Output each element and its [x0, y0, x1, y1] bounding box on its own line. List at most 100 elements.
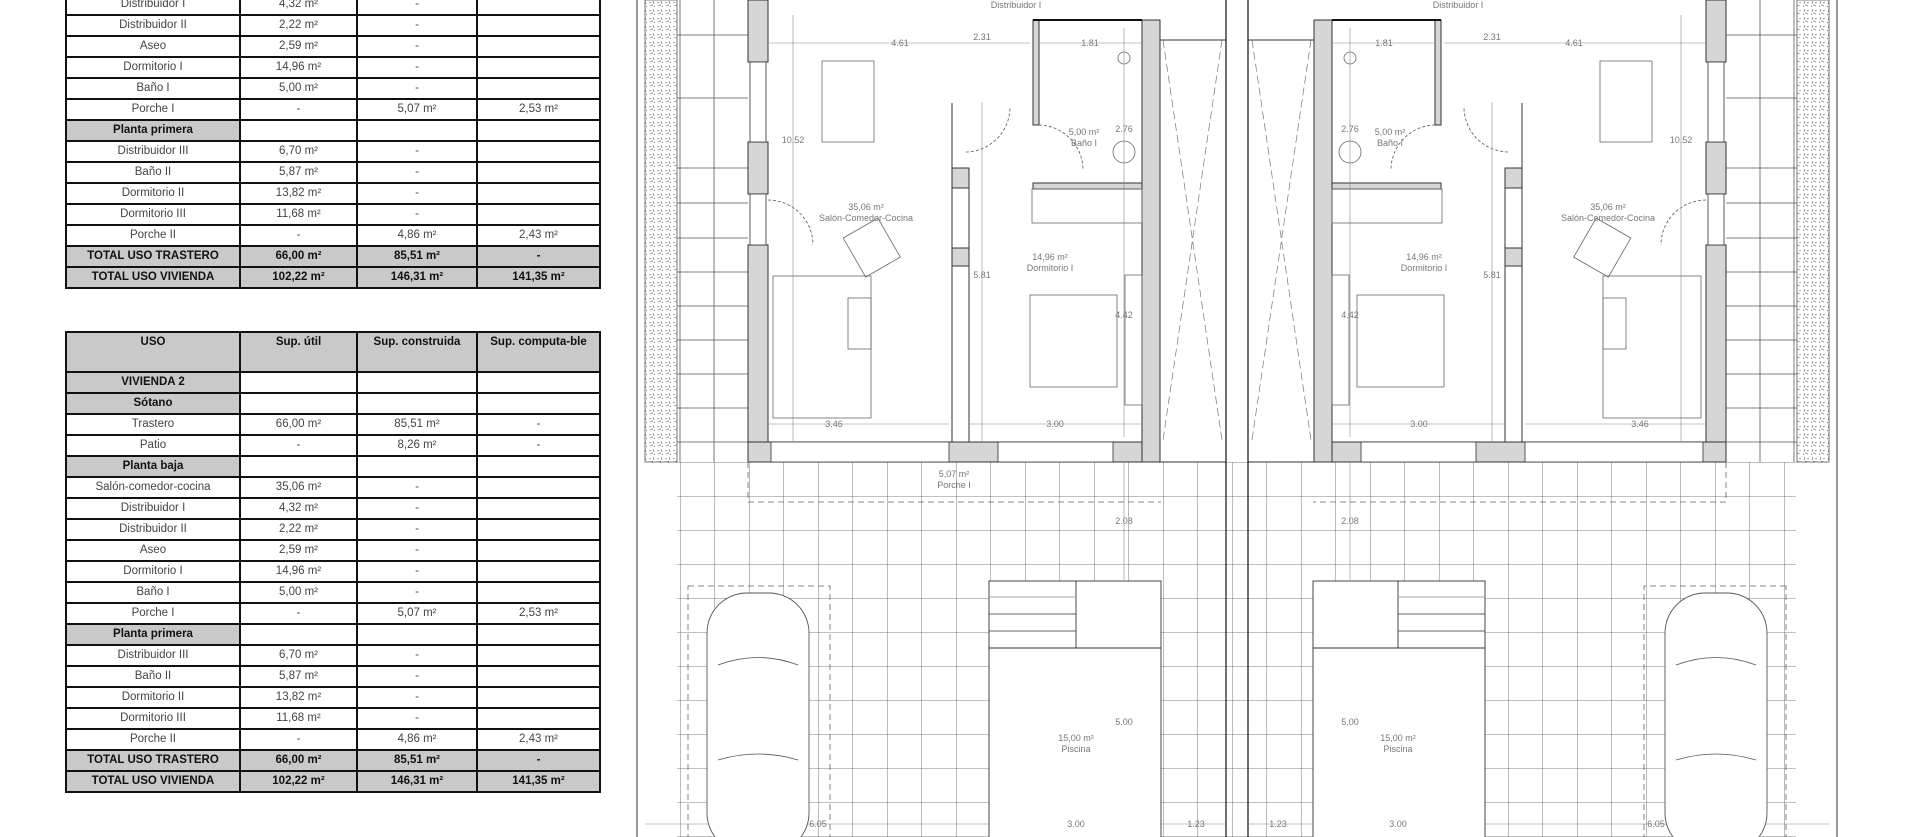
cell-sup-construida: [356, 119, 478, 142]
cell-sup-construida: [356, 623, 478, 646]
cell-sup-util: 14,96 m²: [239, 560, 358, 583]
cell-sup-util: 6,70 m²: [239, 644, 358, 667]
cell-uso: Planta primera: [65, 623, 241, 646]
dim-label: 2.76: [1115, 124, 1133, 134]
cell-sup-util: 5,00 m²: [239, 77, 358, 100]
cell-sup-construida: -: [356, 539, 478, 562]
cell-uso: VIVIENDA 2: [65, 371, 241, 394]
cell-uso: Aseo: [65, 35, 241, 58]
cell-sup-util: -: [239, 728, 358, 751]
label-dorm-area: 14,96 m²: [1406, 252, 1442, 262]
section-row: VIVIENDA 2: [65, 371, 601, 394]
cell-sup-util: 66,00 m²: [239, 749, 358, 772]
cell-uso: Patio: [65, 434, 241, 457]
cell-sup-util: 102,22 m²: [239, 770, 358, 793]
label-distribuidor: Distribuidor I: [1433, 0, 1484, 10]
cell-sup-util: 2,59 m²: [239, 35, 358, 58]
cell-sup-construida: -: [356, 476, 478, 499]
plan-labels-left: Distribuidor I 4.61 2.31 1.81 5,00 m² Ba…: [782, 0, 1205, 829]
dim-label: 2.08: [1341, 516, 1359, 526]
label-salon-area: 35,06 m²: [848, 202, 884, 212]
cell-uso: Aseo: [65, 539, 241, 562]
cell-sup-construida: 146,31 m²: [356, 266, 478, 289]
cell-uso: Porche II: [65, 728, 241, 751]
cell-sup-computable: -: [476, 434, 601, 457]
cell-sup-util: 6,70 m²: [239, 140, 358, 163]
cell-uso: Baño I: [65, 77, 241, 100]
cell-sup-computable: [476, 182, 601, 205]
header-sup-construida: Sup. construida: [356, 331, 478, 373]
dim-label: 2.31: [973, 32, 991, 42]
cell-uso: Baño II: [65, 665, 241, 688]
label-piscina-area: 15,00 m²: [1380, 733, 1416, 743]
cell-sup-construida: 85,51 m²: [356, 245, 478, 268]
cell-sup-construida: 4,86 m²: [356, 728, 478, 751]
cell-sup-construida: -: [356, 665, 478, 688]
cell-sup-computable: 2,43 m²: [476, 224, 601, 247]
label-piscina-area: 15,00 m²: [1058, 733, 1094, 743]
header-sup-computable: Sup. computa-ble: [476, 331, 601, 373]
label-bano-name: Baño I: [1071, 138, 1097, 148]
dim-label: 5.81: [973, 270, 991, 280]
dim-label: 1.23: [1187, 819, 1205, 829]
cell-sup-construida: [356, 455, 478, 478]
cell-sup-computable: [476, 203, 601, 226]
cell-sup-util: 5,00 m²: [239, 581, 358, 604]
cell-uso: Porche II: [65, 224, 241, 247]
cell-sup-computable: [476, 707, 601, 730]
dim-label: 5.00: [1341, 717, 1359, 727]
cell-sup-construida: -: [356, 56, 478, 79]
dim-label: 4.61: [1565, 38, 1583, 48]
cell-sup-construida: 85,51 m²: [356, 749, 478, 772]
label-salon-name: Salón-Comedor-Cocina: [1561, 213, 1655, 223]
cell-sup-construida: -: [356, 686, 478, 709]
cell-sup-computable: [476, 518, 601, 541]
cell-sup-construida: -: [356, 581, 478, 604]
cell-sup-util: 35,06 m²: [239, 476, 358, 499]
dim-label: 3.00: [1410, 419, 1428, 429]
cell-uso: Dormitorio III: [65, 707, 241, 730]
cell-sup-computable: -: [476, 749, 601, 772]
cell-sup-computable: [476, 14, 601, 37]
cell-sup-util: 4,32 m²: [239, 497, 358, 520]
dim-label: 2.31: [1483, 32, 1501, 42]
cell-sup-construida: 8,26 m²: [356, 434, 478, 457]
cell-sup-construida: 4,86 m²: [356, 224, 478, 247]
dim-label: 6.05: [1647, 819, 1665, 829]
surface-table-vivienda-2: USO Sup. útil Sup. construida Sup. compu…: [65, 331, 601, 793]
dim-label: 4.42: [1341, 310, 1359, 320]
plan-labels-right: Distribuidor I 4.61 2.31 1.81 5,00 m² Ba…: [1269, 0, 1692, 829]
cell-sup-util: 66,00 m²: [239, 413, 358, 436]
cell-sup-construida: 5,07 m²: [356, 602, 478, 625]
label-dorm-area: 14,96 m²: [1032, 252, 1068, 262]
dim-label: 4.42: [1115, 310, 1133, 320]
cell-sup-util: [239, 119, 358, 142]
section-row: Sótano: [65, 392, 601, 415]
cell-sup-computable: -: [476, 245, 601, 268]
cell-sup-util: 13,82 m²: [239, 686, 358, 709]
cell-uso: TOTAL USO VIVIENDA: [65, 770, 241, 793]
cell-uso: Dormitorio III: [65, 203, 241, 226]
dim-label: 3.46: [1631, 419, 1649, 429]
cell-uso: Salón-comedor-cocina: [65, 476, 241, 499]
cell-sup-computable: [476, 35, 601, 58]
label-dorm-name: Dormitorio I: [1401, 263, 1448, 273]
cell-sup-construida: 146,31 m²: [356, 770, 478, 793]
tile-paving: [677, 462, 1796, 837]
cell-sup-util: -: [239, 224, 358, 247]
cell-uso: Sótano: [65, 392, 241, 415]
cell-sup-util: 2,59 m²: [239, 539, 358, 562]
cell-sup-util: 2,22 m²: [239, 518, 358, 541]
cell-sup-computable: [476, 77, 601, 100]
